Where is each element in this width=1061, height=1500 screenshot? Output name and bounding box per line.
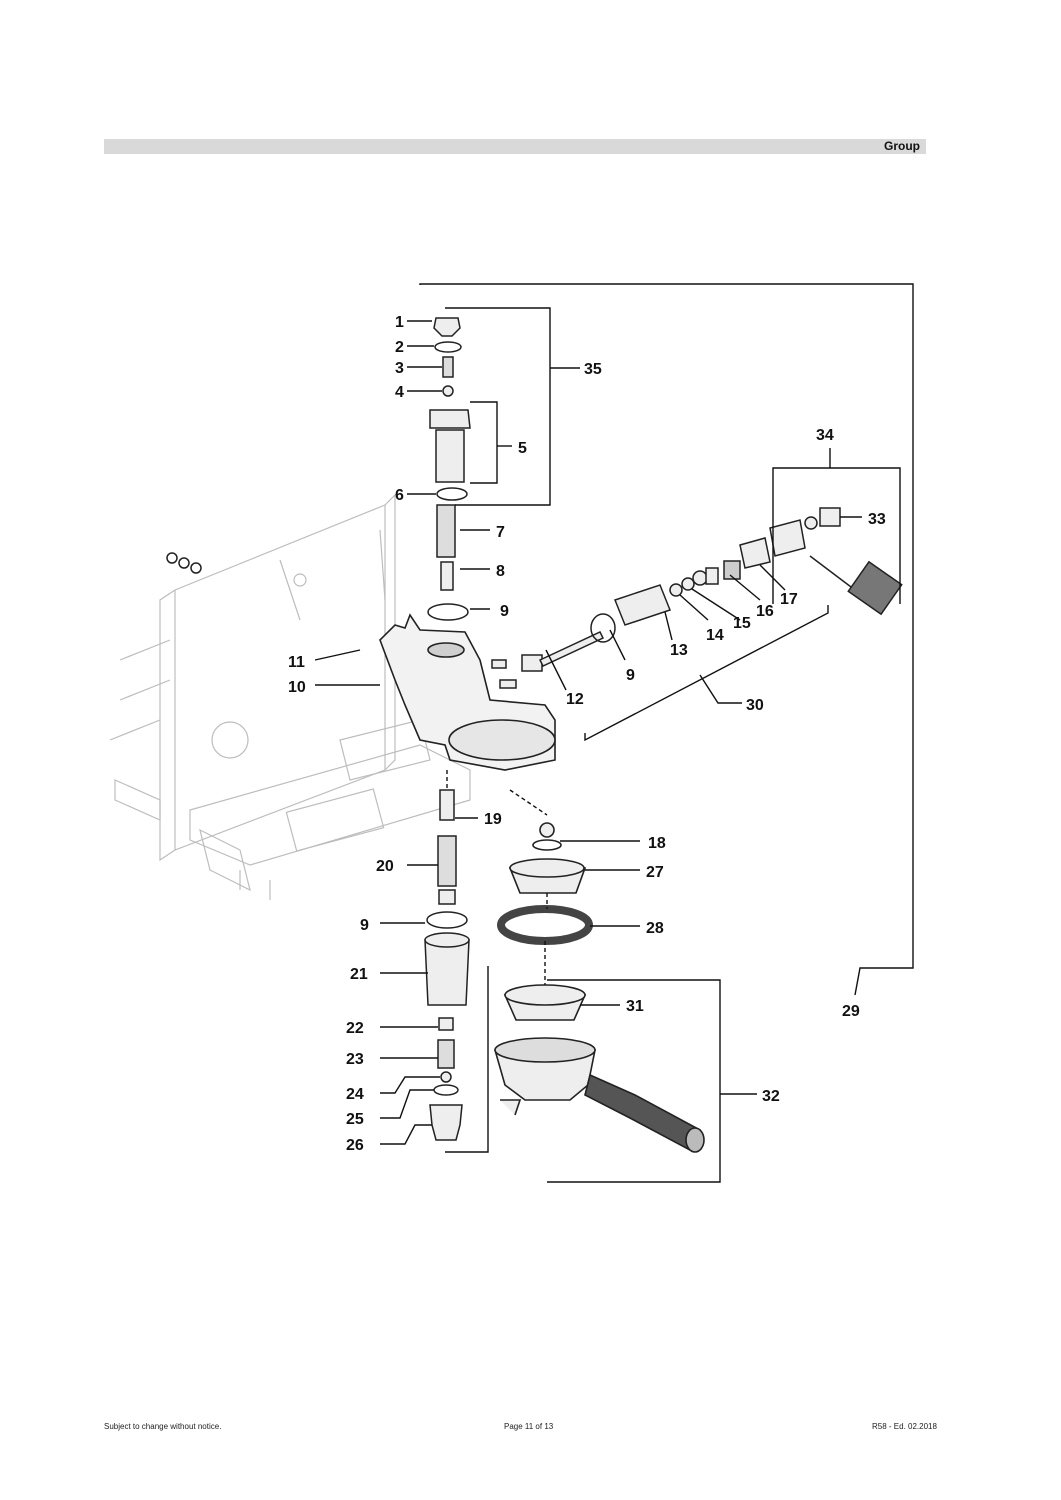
callout-10: 10 — [288, 679, 306, 696]
callout-11: 11 — [288, 654, 305, 671]
callout-9-side: 9 — [626, 667, 635, 684]
callout-16: 16 — [756, 603, 774, 620]
callout-1: 1 — [395, 314, 404, 331]
callout-24: 24 — [346, 1086, 364, 1103]
footer-page-number: Page 11 of 13 — [504, 1422, 554, 1431]
callout-23: 23 — [346, 1051, 364, 1068]
callout-26: 26 — [346, 1137, 364, 1154]
page-title: Group — [884, 139, 920, 153]
callout-4: 4 — [395, 384, 404, 401]
callout-33: 33 — [868, 511, 886, 528]
callout-15: 15 — [733, 615, 751, 632]
callout-25: 25 — [346, 1111, 364, 1128]
callout-19: 19 — [484, 811, 502, 828]
callout-35: 35 — [584, 361, 602, 378]
callout-14: 14 — [706, 627, 724, 644]
callout-6: 6 — [395, 487, 404, 504]
footer-edition: R58 - Ed. 02.2018 — [872, 1422, 937, 1431]
portafilter-assembly — [493, 822, 705, 1153]
callout-9-lower: 9 — [360, 917, 369, 934]
leader-lines — [314, 283, 914, 1183]
callout-12: 12 — [566, 691, 584, 708]
callout-20: 20 — [376, 858, 394, 875]
callout-13: 13 — [670, 642, 688, 659]
callout-29: 29 — [842, 1003, 860, 1020]
callout-32: 32 — [762, 1088, 780, 1105]
callout-5: 5 — [518, 440, 527, 457]
callout-8: 8 — [496, 563, 505, 580]
callout-31: 31 — [626, 998, 644, 1015]
side-valve-assembly — [491, 507, 903, 689]
callout-3: 3 — [395, 360, 404, 377]
callout-22: 22 — [346, 1020, 364, 1037]
callout-labels: 1 2 3 4 5 6 7 8 9 9 9 10 11 12 13 14 15 … — [288, 314, 886, 1154]
callout-9-upper: 9 — [500, 603, 509, 620]
group-body — [379, 613, 556, 771]
callout-21: 21 — [350, 966, 368, 983]
washer-set — [166, 552, 202, 574]
lower-valve-stack — [424, 789, 470, 1141]
top-valve-stack — [427, 317, 471, 621]
callout-30: 30 — [746, 697, 764, 714]
callout-2: 2 — [395, 339, 404, 356]
footer-disclaimer: Subject to change without notice. — [104, 1422, 222, 1431]
machine-frame-sketch — [109, 493, 471, 900]
callout-18: 18 — [648, 835, 666, 852]
callout-28: 28 — [646, 920, 664, 937]
callout-17: 17 — [780, 591, 798, 608]
header-bar: Group — [104, 139, 926, 154]
callout-7: 7 — [496, 524, 505, 541]
callout-34: 34 — [816, 427, 834, 444]
callout-27: 27 — [646, 864, 664, 881]
